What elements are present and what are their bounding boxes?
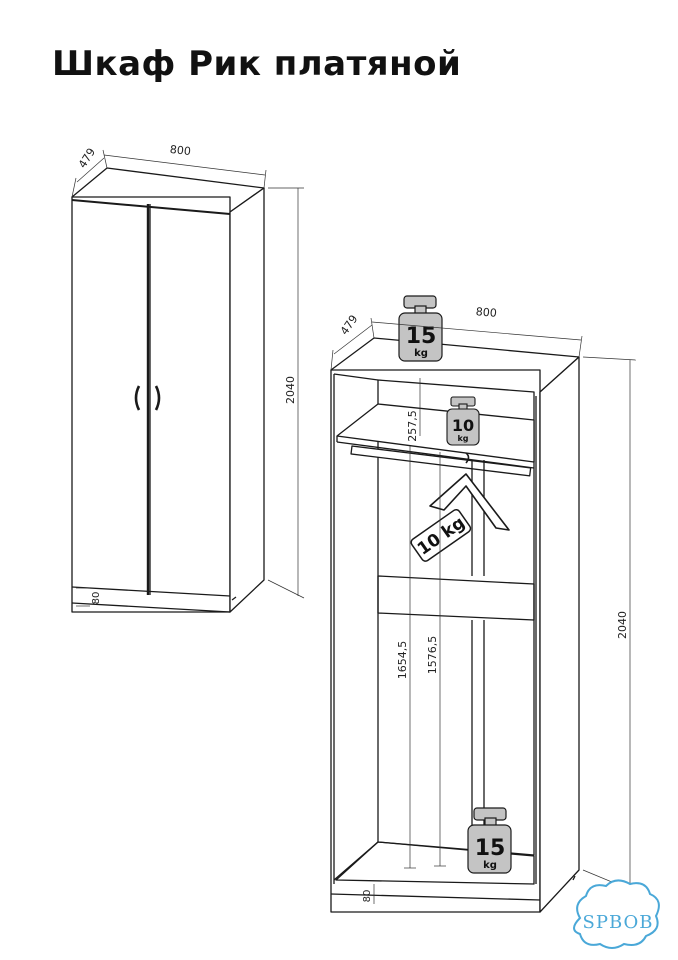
- shelf-to-top-label: 257,5: [406, 410, 419, 442]
- left-front-face: [71, 196, 231, 613]
- inner-back-panel: [377, 379, 535, 856]
- hat-shelf: [336, 403, 535, 463]
- top-weight-icon: 15 kg: [398, 295, 443, 362]
- right-dimensions: [330, 317, 637, 904]
- hanging-rail: [350, 445, 532, 477]
- back-cross-panel: [377, 575, 535, 621]
- shelf-weight-value: 10: [452, 416, 474, 435]
- top-weight-value: 15: [406, 324, 437, 349]
- left-width-label: 800: [169, 143, 191, 158]
- top-weight-unit: kg: [414, 348, 428, 359]
- right-height-label: 2040: [616, 611, 629, 639]
- bottom-panel: [335, 841, 535, 885]
- left-plinth-label: 80: [91, 592, 102, 605]
- left-door-handle: [134, 385, 141, 411]
- left-depth-label: 479: [76, 146, 98, 171]
- bottom-weight-icon: 15 kg: [467, 807, 512, 874]
- bottom-weight-value: 15: [475, 836, 506, 861]
- page-title: Шкаф Рик платяной: [52, 44, 462, 84]
- hanger-icon: [429, 452, 510, 531]
- left-height-label: 2040: [284, 376, 297, 404]
- bottom-weight-unit: kg: [483, 860, 497, 871]
- bar-to-shelf-label: 1576,5: [426, 636, 439, 675]
- right-width-label: 800: [475, 305, 497, 320]
- shelf-weight-icon: 10 kg: [446, 396, 480, 446]
- left-side-face: [229, 187, 265, 613]
- left-dimensions: [71, 149, 305, 607]
- open-wardrobe-view: [330, 337, 580, 913]
- closed-wardrobe-view: [71, 167, 265, 613]
- right-side-face: [539, 356, 580, 913]
- bar-height-label: 1654,5: [396, 641, 409, 680]
- right-plinth-label: 80: [362, 890, 373, 903]
- logo-text: SPBOB: [583, 912, 654, 933]
- right-door-handle: [154, 385, 161, 411]
- spbob-logo: SPBOB: [573, 879, 660, 949]
- shelf-weight-unit: kg: [457, 434, 468, 443]
- right-depth-label: 479: [338, 313, 361, 338]
